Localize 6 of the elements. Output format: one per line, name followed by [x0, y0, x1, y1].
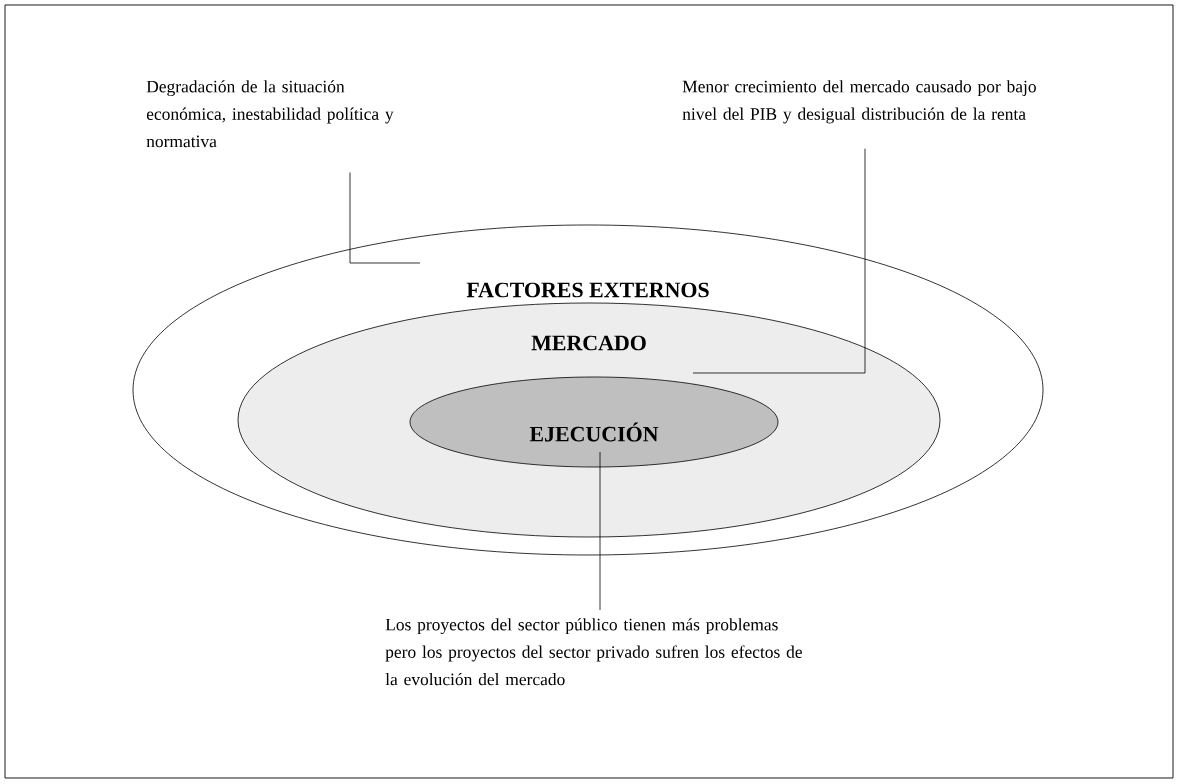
- leader-line: [599, 451, 601, 611]
- annotation-text: Degradación de la situación económica, inestabilidad política y normativa: [146, 80, 394, 148]
- annotation-text: Menor crecimiento del mercado causado por bajo nivel del PIB y desigual distribución de la renta: [682, 80, 1036, 124]
- leader-line: [692, 148, 866, 374]
- leader-line: [349, 172, 421, 264]
- annotation-text: Los proyectos del sector público tienen más problemas pero los proyectos del sector privado sufren los efectos de la evolución del mercado: [385, 618, 802, 686]
